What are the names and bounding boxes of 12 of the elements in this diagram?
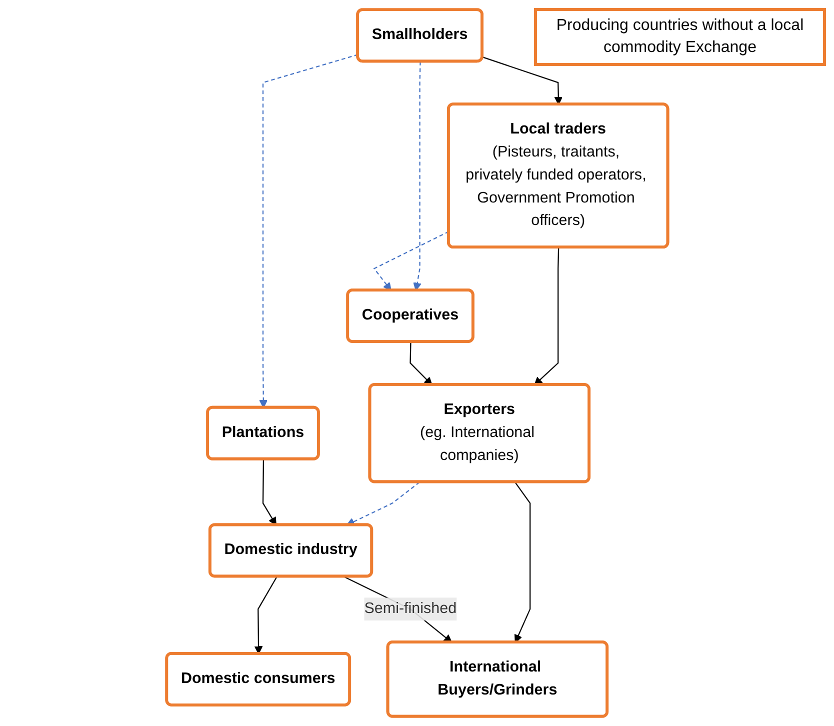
note-box: Producing countries without a local commodity Exchange [534, 8, 826, 66]
arrow [409, 342, 432, 386]
arrow [514, 482, 530, 643]
arrow [254, 576, 278, 654]
arrow [534, 248, 559, 386]
arrow [259, 54, 358, 408]
edge-label: Semi-finished [364, 600, 456, 617]
arrow [373, 231, 449, 291]
arrow [482, 56, 562, 105]
arrow [412, 62, 422, 291]
arrow [262, 459, 276, 526]
arrow [346, 482, 420, 526]
